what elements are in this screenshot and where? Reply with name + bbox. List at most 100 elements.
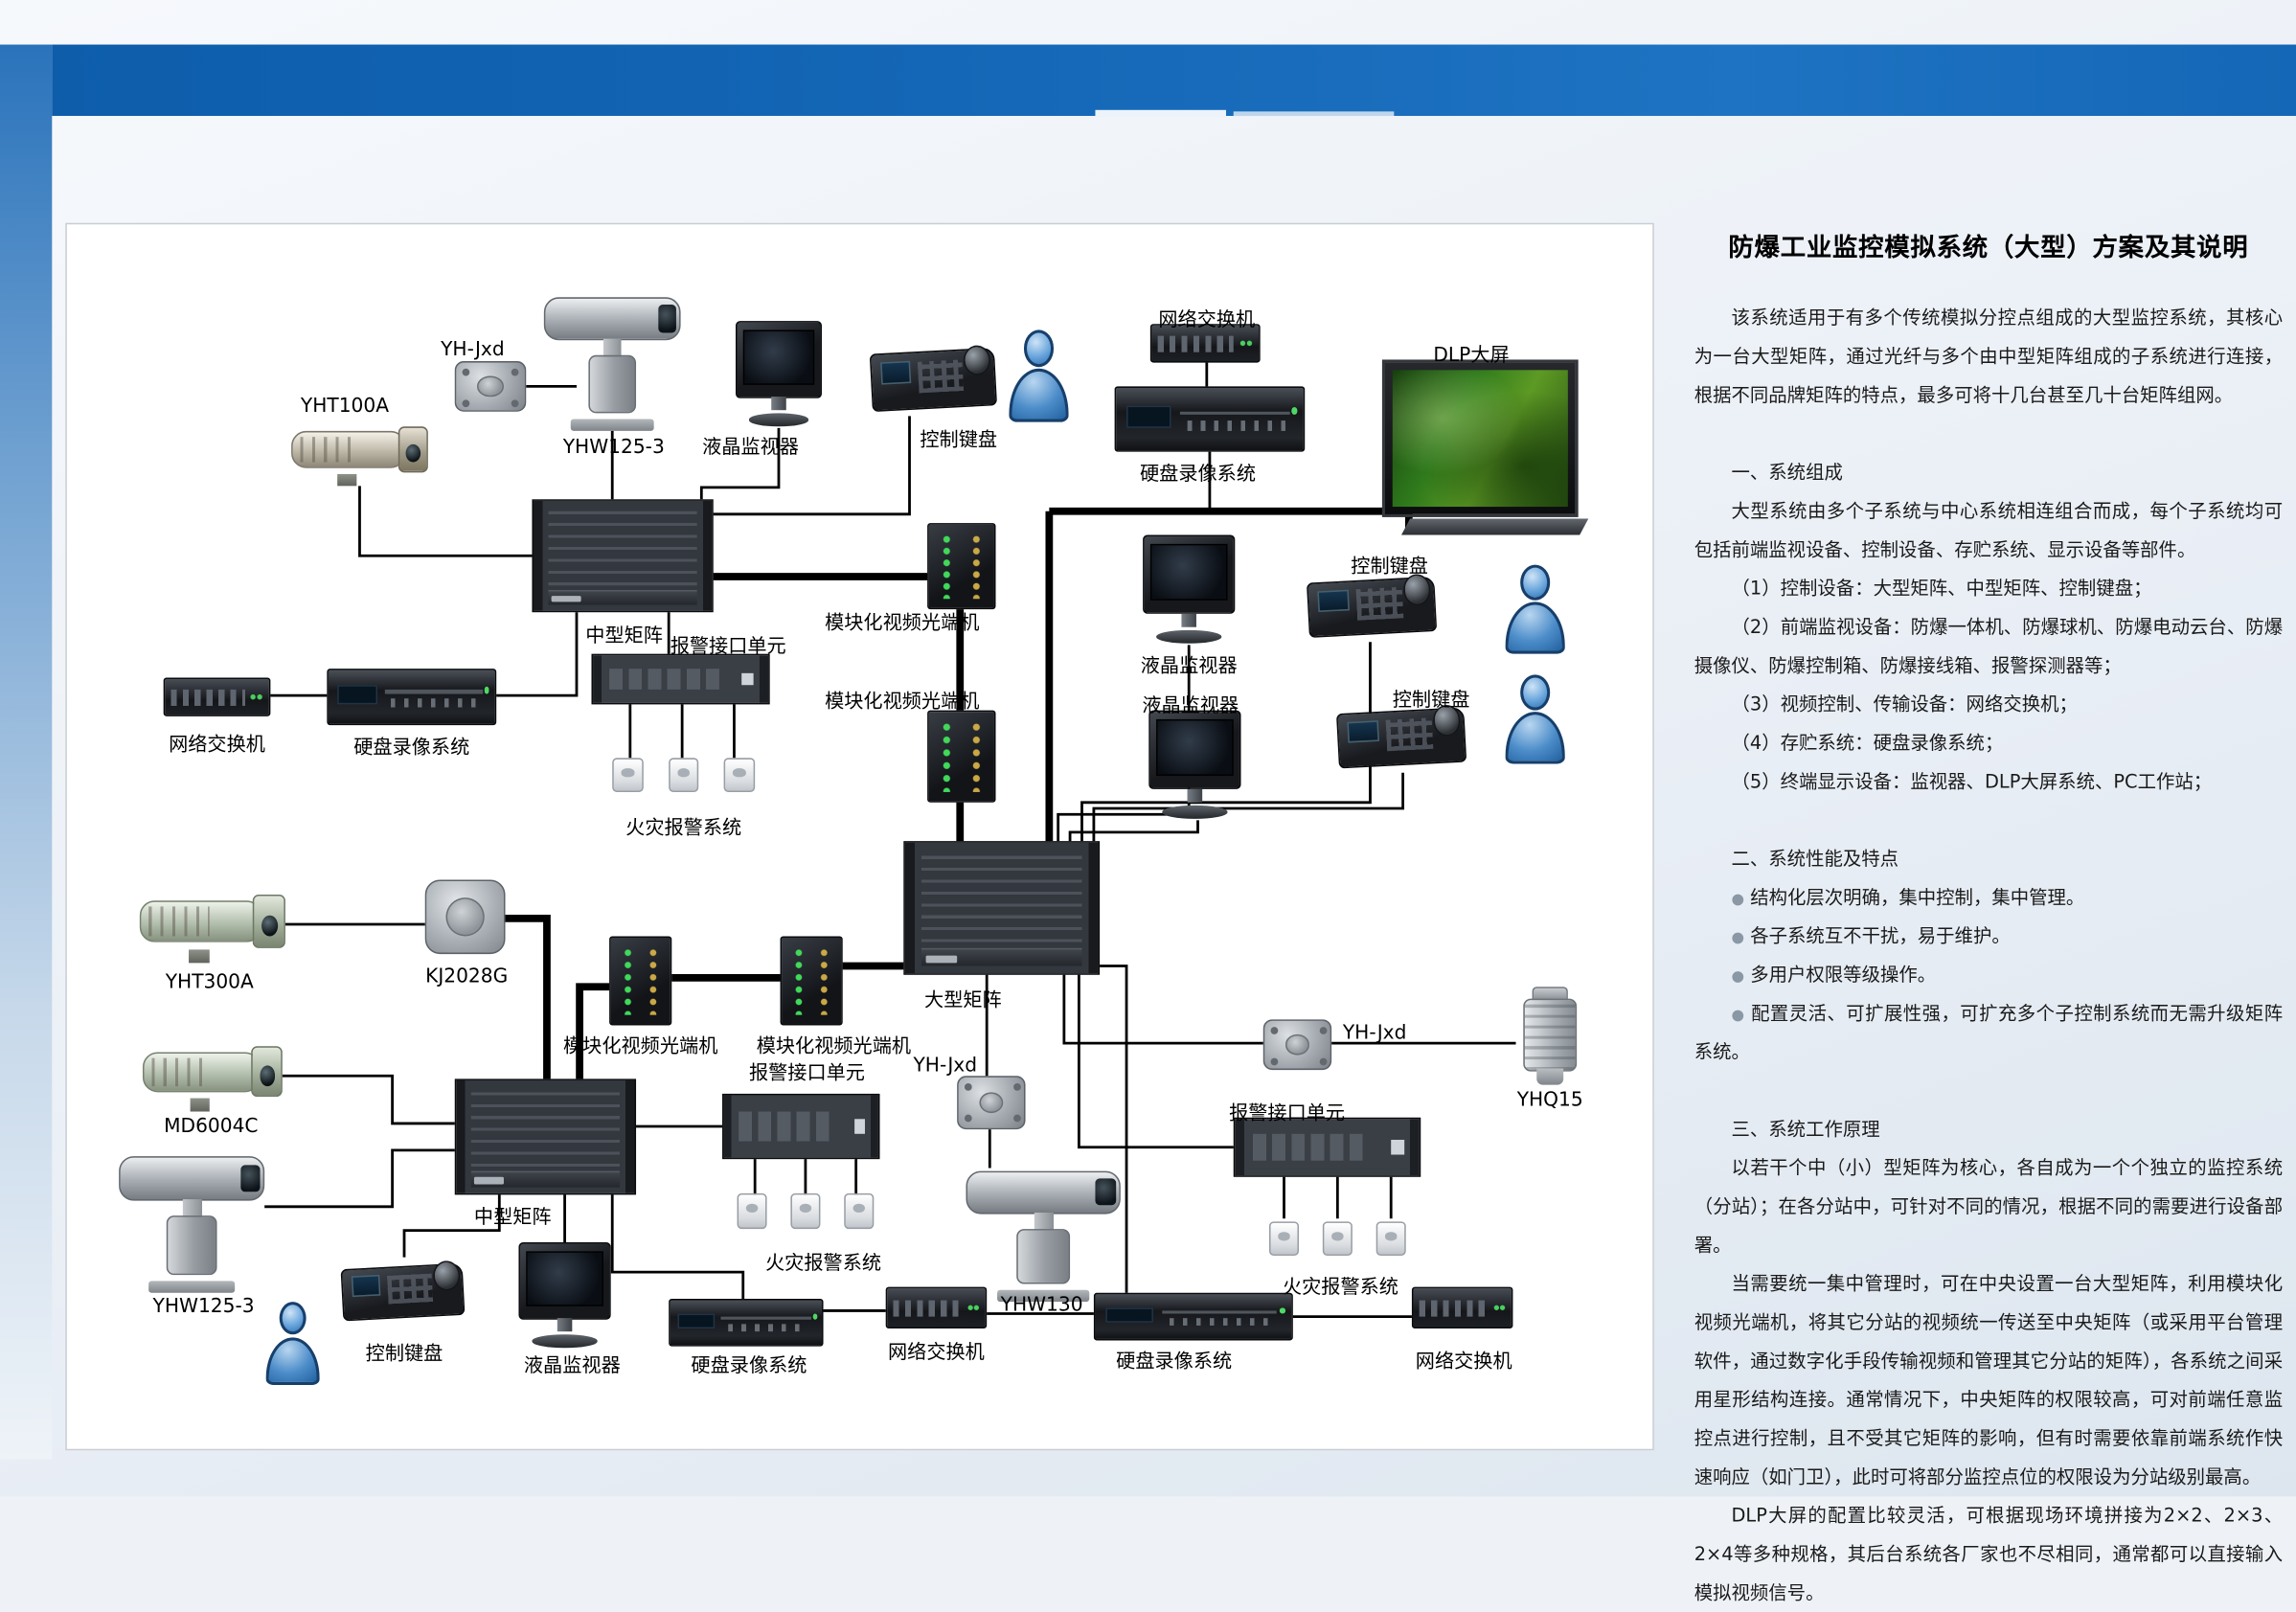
section-paragraph: （2）前端监视设备：防爆一体机、防爆球机、防爆电动云台、防爆摄像仪、防爆控制箱、… [1694, 615, 2284, 676]
bullet-item: ● 各子系统互不干扰，易于维护。 [1731, 924, 2011, 947]
fire-detectors-mid [731, 1186, 879, 1242]
junction-yhjxd-bottom [957, 1076, 1026, 1130]
junction-yhjxd-right-label: YH-Jxd [1342, 1022, 1407, 1045]
transceiver-bottom-1-part [645, 946, 662, 1015]
keyboard-mid-2-part [1385, 718, 1433, 751]
camera-yht100a-part [337, 474, 357, 487]
keyboard-bottom-part [387, 1273, 433, 1305]
keyboard-bottom-part [351, 1274, 381, 1297]
matrix-large-label: 大型矩阵 [924, 989, 1002, 1012]
operator-mid-1-part [1505, 602, 1566, 654]
section-paragraph: 大型系统由多个子系统与中心系统相连组合而成，每个子系统均可包括前端监视设备、控制… [1694, 499, 2284, 560]
alarm-unit-top-part [609, 668, 720, 691]
keyboard-mid-2-label: 控制键盘 [1392, 689, 1470, 713]
operator-top-part [1023, 329, 1055, 367]
alarm-unit-mid-part [738, 1112, 836, 1142]
dvr-top-label: 硬盘录像系统 [1139, 464, 1257, 487]
bullet-icon: ● [1731, 891, 1745, 908]
dlp-screen-wall [1381, 359, 1589, 535]
ptz-yhw130-part [996, 1289, 1090, 1303]
ptz-yhw125-bottom [119, 1153, 265, 1293]
monitor-lcd-mid-2-part [1156, 718, 1234, 777]
matrix-medium-bottom [454, 1078, 637, 1195]
monitor-lcd-top-part [748, 413, 809, 426]
keyboard-mid-1-part [1355, 587, 1403, 621]
keyboard-mid-1 [1306, 567, 1438, 645]
switch-bottom-1-part [967, 1301, 980, 1315]
transceiver-bottom-2-label: 模块化视频光端机 [756, 1035, 912, 1058]
transceiver-bottom-1-part [619, 946, 636, 1015]
dvr-bottom-1-part [677, 1312, 716, 1329]
switch-top-label: 网络交换机 [1158, 308, 1256, 331]
bullet-icon: ● [1731, 930, 1745, 947]
camera-yht300a-part [189, 949, 210, 964]
dvr-top [1114, 386, 1306, 452]
transceiver-bottom-1 [609, 936, 672, 1026]
camera-yht300a-part [261, 915, 279, 937]
switch-top-part [1157, 336, 1235, 352]
dvr-top-part [1179, 411, 1290, 416]
operator-bottom-part [279, 1302, 307, 1335]
camera-yht100a-label: YHT100A [300, 395, 390, 418]
fire-detectors-mid-label: 火灾报警系统 [765, 1252, 882, 1276]
dlp-screen-wall-label: DLP大屏 [1433, 344, 1510, 368]
transceiver-top-1-part [938, 533, 957, 600]
keyboard-top [869, 338, 998, 419]
switch-top-part [1239, 336, 1253, 350]
monitor-lcd-mid-1-part [1156, 629, 1221, 644]
matrix-medium-bottom-label: 中型矩阵 [473, 1206, 552, 1230]
monitor-lcd-mid-2-label: 液晶监视器 [1142, 695, 1239, 718]
ptz-yhw130-part [1016, 1228, 1070, 1284]
monitor-lcd-mid-1 [1138, 534, 1239, 646]
switch-left-part [170, 690, 245, 706]
fire-detectors-mid-part [737, 1192, 767, 1229]
dvr-top-part [1187, 420, 1286, 431]
operator-mid-2-part [1505, 712, 1566, 764]
monitor-lcd-mid-2-part [1162, 805, 1228, 819]
switch-bottom-1-label: 网络交换机 [888, 1342, 985, 1365]
dvr-left-label: 硬盘录像系统 [353, 737, 470, 760]
monitor-lcd-mid-1-part [1150, 543, 1228, 602]
transceiver-top-2-part [938, 721, 957, 792]
section-heading: 三、系统工作原理 [1731, 1117, 1880, 1141]
operator-mid-2-part [1519, 674, 1551, 711]
dvr-left-part [336, 685, 378, 705]
transceiver-bottom-2-part [816, 946, 833, 1015]
switch-bottom-2-part [1419, 1300, 1489, 1317]
dvr-bottom-1 [669, 1299, 824, 1347]
switch-bottom-1 [885, 1286, 988, 1329]
dvr-bottom-1-part [721, 1316, 811, 1320]
header-bar [52, 44, 2296, 117]
section-paragraph: 当需要统一集中管理时，可在中央设置一台大型矩阵，利用模块化视频光端机，将其它分站… [1694, 1272, 2284, 1488]
camera-yht100a [291, 420, 428, 487]
bullet-item: ● 配置灵活、可扩展性强，可扩充多个子控制系统而无需升级矩阵系统。 [1694, 1001, 2284, 1063]
transceiver-bottom-2 [780, 936, 843, 1026]
camera-yht100a-part [406, 443, 421, 463]
ptz-yhw130-label: YHW130 [1000, 1294, 1083, 1317]
fire-detectors-mid-part [844, 1192, 875, 1229]
camera-md6004c-label: MD6004C [164, 1116, 259, 1139]
transceiver-top-2-part [966, 721, 986, 792]
section-paragraph: 以若干个中（小）型矩阵为核心，各自成为一个个独立的监控系统（分站）；在各分站中，… [1694, 1156, 2284, 1257]
matrix-medium-top [532, 499, 714, 613]
junction-yhjxd-top-label: YH-Jxd [441, 338, 505, 362]
fire-detectors-mid-part [790, 1192, 821, 1229]
left-accent-strip [0, 44, 53, 1460]
switch-bottom-2 [1411, 1286, 1513, 1329]
fire-detectors-right-label: 火灾报警系统 [1282, 1276, 1398, 1300]
matrix-large-part [924, 954, 957, 964]
matrix-medium-bottom-part [470, 1171, 621, 1187]
pantilt-yhq15-part [1535, 1069, 1564, 1085]
ptz-yhw125-bottom-part [167, 1215, 216, 1275]
junction-yhjxd-top [454, 361, 527, 412]
monitor-lcd-bottom-label: 液晶监视器 [523, 1354, 621, 1378]
operator-top-part [1009, 368, 1069, 422]
header-accent-mark [1095, 109, 1226, 117]
alarm-unit-right-part [1252, 1134, 1369, 1161]
section-paragraph: （5）终端显示设备：监视器、DLP大屏系统、PC工作站； [1731, 769, 2213, 792]
transceiver-top-2-label: 模块化视频光端机 [825, 691, 980, 714]
switch-left-label: 网络交换机 [169, 734, 265, 757]
junction-yhjxd-bottom-part [979, 1092, 1004, 1114]
dvr-bottom-1-part [812, 1313, 818, 1320]
